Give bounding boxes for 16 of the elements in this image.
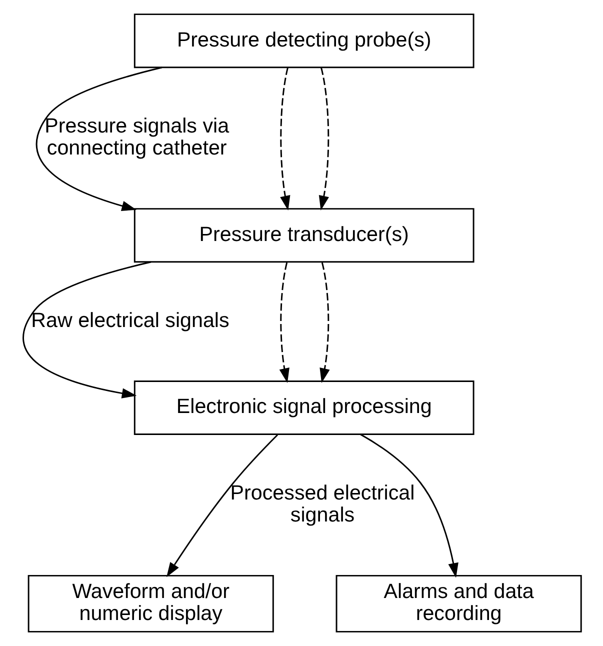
arrow	[35, 66, 162, 211]
arrow	[360, 434, 458, 578]
arrow	[278, 262, 289, 384]
edge-label: Processed electrical signals	[230, 481, 414, 526]
arrow	[166, 434, 278, 578]
arrow	[22, 261, 151, 398]
arrow	[318, 68, 329, 210]
edge-label: Raw electrical signals	[30, 308, 229, 332]
node-box: Waveform and/or numeric display	[27, 574, 274, 632]
arrow	[319, 262, 330, 384]
node-box: Pressure detecting probe(s)	[133, 14, 474, 68]
node-box: Alarms and data recording	[335, 574, 582, 632]
edge-label: Pressure signals via connecting catheter	[44, 114, 229, 160]
node-box: Pressure transducer(s)	[133, 208, 474, 263]
node-box: Electronic signal processing	[133, 380, 474, 435]
arrow	[280, 68, 290, 210]
